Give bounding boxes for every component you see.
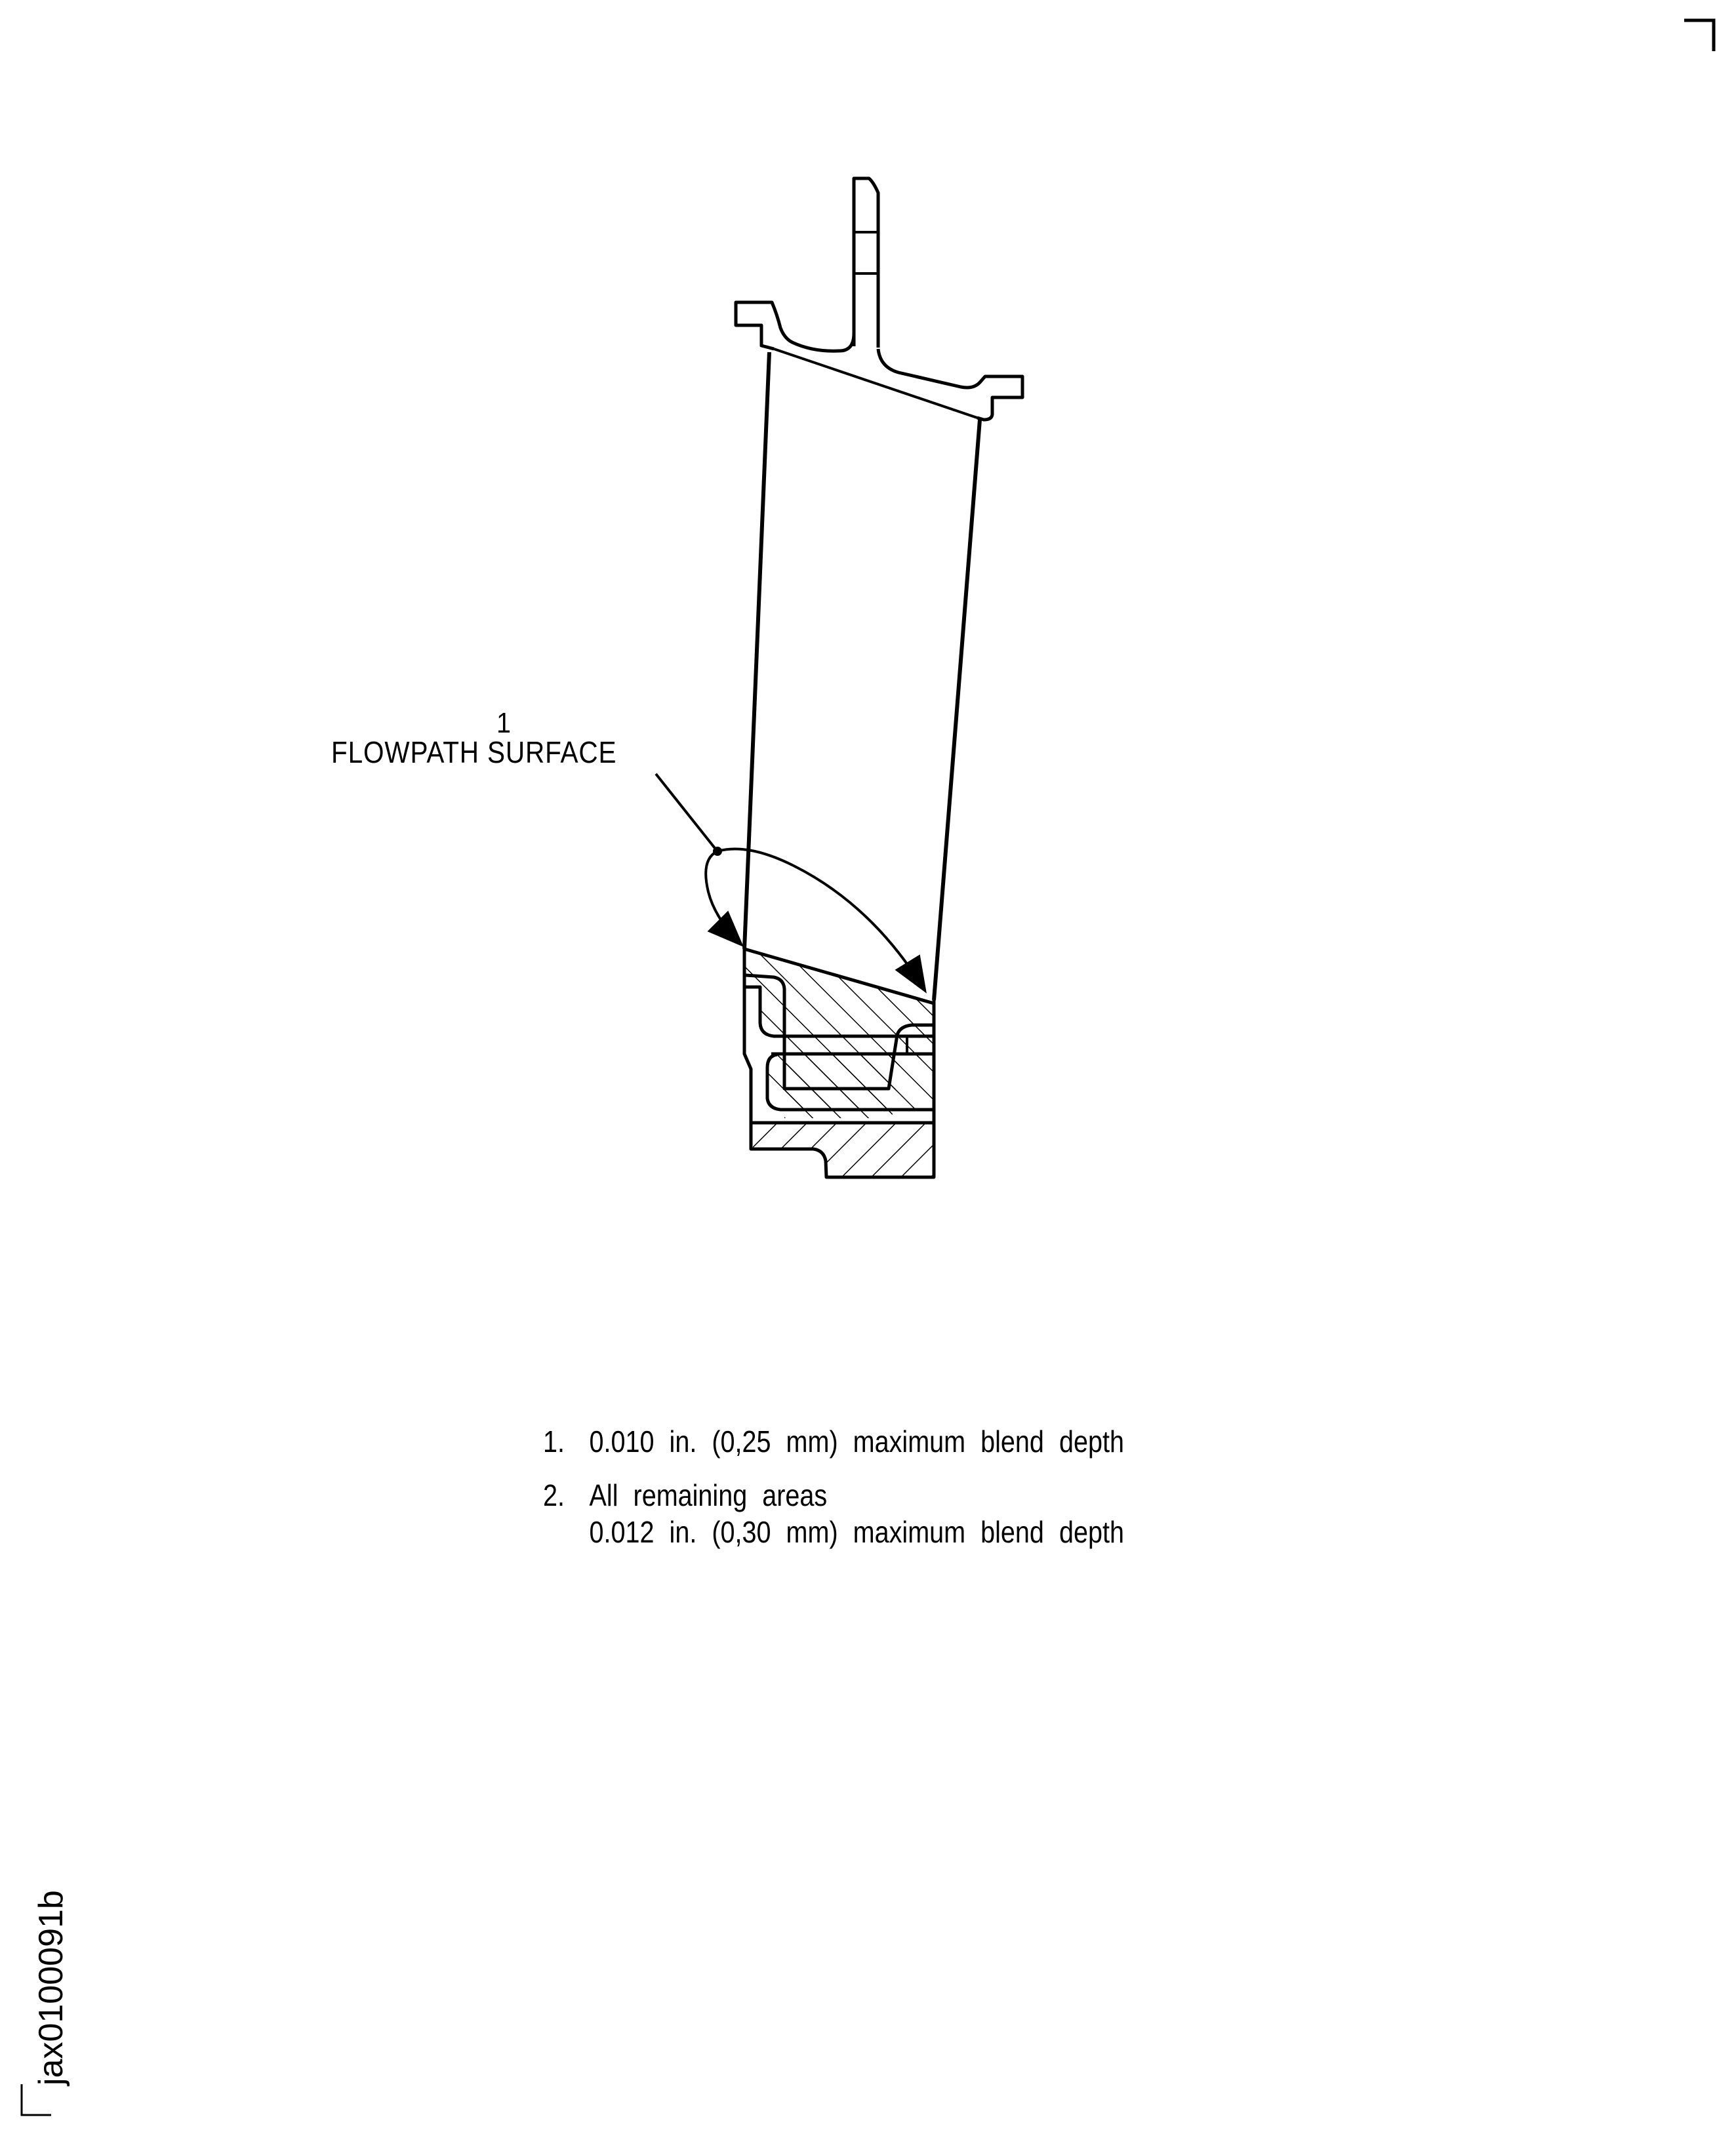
hatched-lower-ring	[767, 1055, 933, 1108]
notes-list: 1. 0.010 in. (0,25 mm) maximum blend dep…	[543, 1423, 1124, 1567]
note-text: 0.012 in. (0,30 mm) maximum blend depth	[589, 1515, 1124, 1549]
hatched-root-base	[753, 1123, 933, 1177]
note-number: 2.	[543, 1478, 565, 1512]
blade-tip-shroud	[734, 176, 1024, 422]
note-item: 2. All remaining areas 0.012 in. (0,30 m…	[543, 1477, 1124, 1550]
note-item: 1. 0.010 in. (0,25 mm) maximum blend dep…	[543, 1423, 1124, 1460]
blade-root-platform	[742, 947, 936, 1179]
airfoil-leading-edge	[742, 352, 771, 950]
note-text: 0.010 in. (0,25 mm) maximum blend depth	[589, 1424, 1124, 1459]
figure-id: jax0100091b	[32, 1890, 70, 2086]
airfoil	[742, 352, 982, 1001]
arrow-to-trailing-edge	[717, 847, 927, 994]
callout-number: 1	[496, 707, 512, 739]
airfoil-trailing-edge	[932, 419, 982, 1001]
corner-mark-bottom-left	[20, 2084, 51, 2116]
note-number: 1.	[543, 1424, 565, 1459]
corner-mark-top-right	[1684, 18, 1716, 51]
callout-leader	[655, 773, 927, 994]
callout-label-flowpath-surface: FLOWPATH SURFACE	[331, 735, 617, 769]
note-text: All remaining areas	[589, 1478, 828, 1512]
arrow-to-leading-edge	[704, 850, 744, 947]
